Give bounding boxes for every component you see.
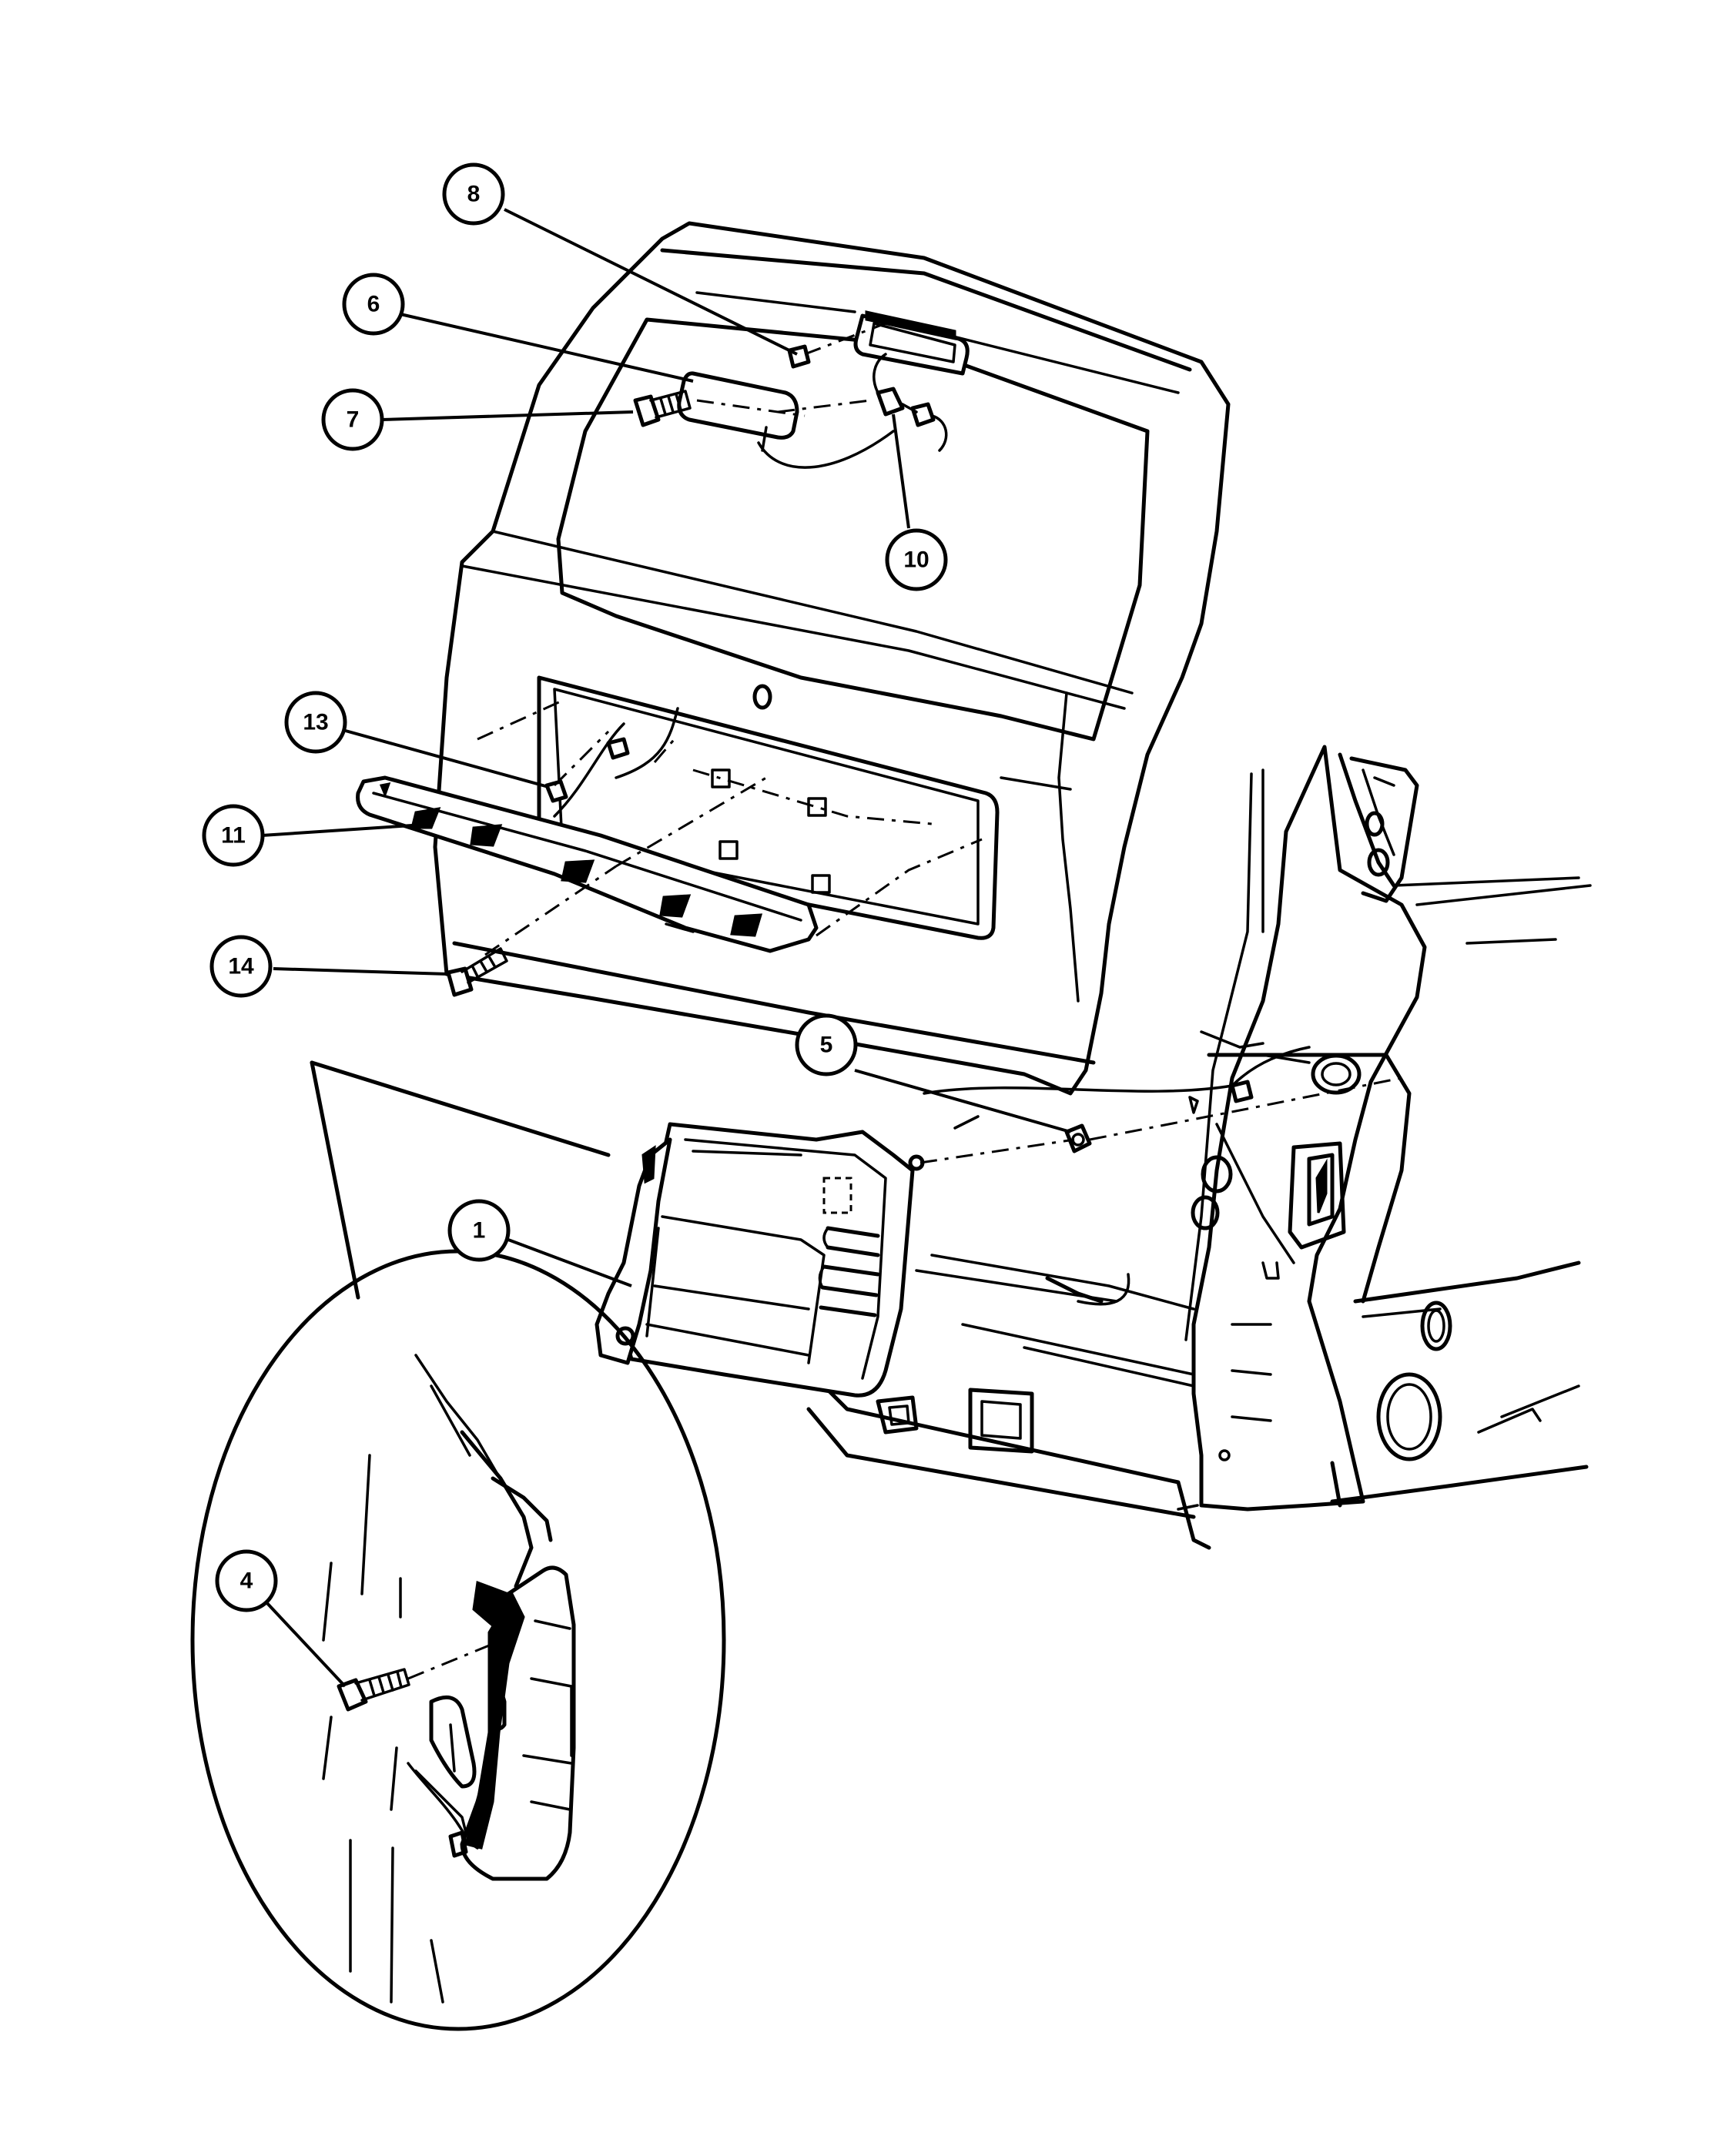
lamp-socket-10 bbox=[757, 353, 948, 469]
callout-10-label: 10 bbox=[903, 547, 929, 573]
callout-11-label: 11 bbox=[221, 823, 246, 849]
callout-1-label: 1 bbox=[473, 1218, 486, 1244]
screw-14 bbox=[446, 947, 508, 997]
assembly-lines-lamp bbox=[919, 1076, 1402, 1164]
bolt-7 bbox=[633, 390, 692, 427]
callout-4: 4 bbox=[215, 1549, 278, 1612]
callout-6: 6 bbox=[342, 273, 405, 336]
callout-10: 10 bbox=[885, 528, 948, 591]
callout-14: 14 bbox=[209, 935, 273, 998]
inset-pointer-lines bbox=[310, 1060, 611, 1300]
tail-lamp bbox=[595, 1122, 925, 1398]
callout-leaders bbox=[261, 208, 1071, 1688]
callout-13-label: 13 bbox=[303, 710, 328, 735]
liftgate-applique bbox=[356, 775, 819, 953]
callout-13: 13 bbox=[284, 691, 347, 754]
center-high-mount-stop-lamp bbox=[853, 310, 970, 376]
callout-1: 1 bbox=[447, 1199, 511, 1262]
assembly-lines-applique bbox=[477, 699, 983, 956]
vehicle-body bbox=[806, 745, 1592, 1550]
callout-6-label: 6 bbox=[367, 292, 380, 317]
callout-4-label: 4 bbox=[240, 1568, 253, 1594]
liftgate bbox=[433, 221, 1231, 1096]
callout-7: 7 bbox=[321, 388, 384, 451]
callout-7-label: 7 bbox=[347, 407, 360, 433]
callout-11: 11 bbox=[202, 804, 265, 867]
callout-5-label: 5 bbox=[820, 1033, 833, 1058]
assembly-lines-upper bbox=[696, 322, 886, 417]
callout-14-label: 14 bbox=[228, 954, 254, 979]
inset-detail bbox=[190, 1249, 726, 2031]
callout-8-label: 8 bbox=[467, 182, 481, 207]
callout-8: 8 bbox=[442, 162, 505, 226]
callout-5: 5 bbox=[795, 1013, 858, 1076]
nut-8 bbox=[787, 344, 811, 369]
